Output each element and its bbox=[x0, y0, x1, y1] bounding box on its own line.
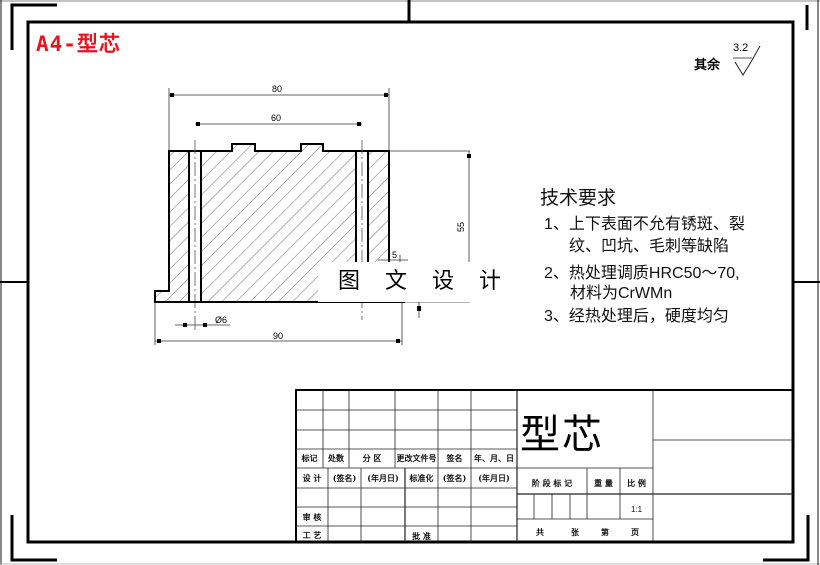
tech-req-title: 技术要求 bbox=[540, 188, 617, 209]
tb-standard-date: (年月日) bbox=[478, 473, 510, 483]
tb-header-date: 年、月、日 bbox=[474, 453, 514, 463]
tb-header-change-doc: 更改文件号 bbox=[396, 453, 437, 463]
tb-sheet-label: 第 bbox=[601, 527, 609, 537]
req-text-cont: 材料为CrWMn bbox=[570, 285, 673, 302]
req-number: 3、 bbox=[544, 308, 569, 325]
part-name: 型芯 bbox=[520, 412, 604, 458]
tb-design-label: 设 计 bbox=[302, 473, 322, 483]
tb-sheet-unit: 页 bbox=[631, 527, 639, 537]
dimension-hole-diameter: Ø6 bbox=[215, 315, 228, 325]
tb-header-zone: 分 区 bbox=[362, 453, 382, 463]
tb-standard-signature: (签名) bbox=[442, 473, 467, 483]
tb-standard-label: 标准化 bbox=[409, 473, 434, 483]
tech-req-item-2: 2、热处理调质HRC50～70, 材料为CrWMn bbox=[540, 264, 745, 304]
tech-req-item-3: 3、经热处理后，硬度均匀 bbox=[540, 306, 745, 328]
req-number: 1、 bbox=[544, 216, 569, 233]
dimension-5: 5 bbox=[392, 250, 398, 260]
dimension-90: 90 bbox=[273, 331, 284, 341]
tb-total-unit: 张 bbox=[571, 527, 579, 537]
roughness-symbol-icon bbox=[733, 58, 760, 76]
roughness-value: 3.2 bbox=[733, 42, 749, 54]
tb-design-signature: (签名) bbox=[332, 473, 357, 483]
dimension-55: 55 bbox=[456, 221, 467, 233]
dimension-80: 80 bbox=[272, 84, 283, 94]
tb-weight-label: 重 量 bbox=[594, 478, 613, 488]
roughness-prefix: 其余 bbox=[694, 58, 721, 73]
tb-stage-mark-label: 阶 段 标 记 bbox=[531, 478, 573, 488]
sheet-format-label: A4-型芯 bbox=[36, 32, 121, 56]
tb-review-label: 审 核 bbox=[302, 512, 322, 522]
technical-requirements: 技术要求 1、上下表面不允有锈斑、裂 纹、凹坑、毛刺等缺陷 2、热处理调质HRC… bbox=[540, 183, 745, 328]
tb-header-count: 处数 bbox=[328, 453, 344, 463]
watermark: 图 文 设 计 bbox=[318, 262, 516, 302]
req-text-cont: 纹、凹坑、毛刺等缺陷 bbox=[569, 238, 730, 255]
tech-req-item-1: 1、上下表面不允有锈斑、裂 纹、凹坑、毛刺等缺陷 bbox=[540, 214, 745, 258]
tb-scale-value: 1:1 bbox=[630, 505, 643, 514]
tb-header-mark: 标记 bbox=[301, 453, 318, 463]
tb-approve-label: 批 准 bbox=[412, 531, 431, 541]
tb-design-date: (年月日) bbox=[367, 473, 399, 483]
req-text: 经热处理后，硬度均匀 bbox=[568, 308, 729, 325]
tb-process-label: 工 艺 bbox=[302, 530, 322, 540]
tb-scale-label: 比 例 bbox=[627, 478, 646, 488]
req-number: 2、 bbox=[544, 265, 569, 282]
tb-header-signature: 签名 bbox=[446, 453, 463, 463]
tb-total-label: 共 bbox=[536, 527, 544, 537]
dimension-60: 60 bbox=[271, 113, 282, 123]
req-text: 上下表面不允有锈斑、裂 bbox=[568, 216, 745, 233]
req-text: 热处理调质HRC50～70, bbox=[568, 265, 740, 282]
